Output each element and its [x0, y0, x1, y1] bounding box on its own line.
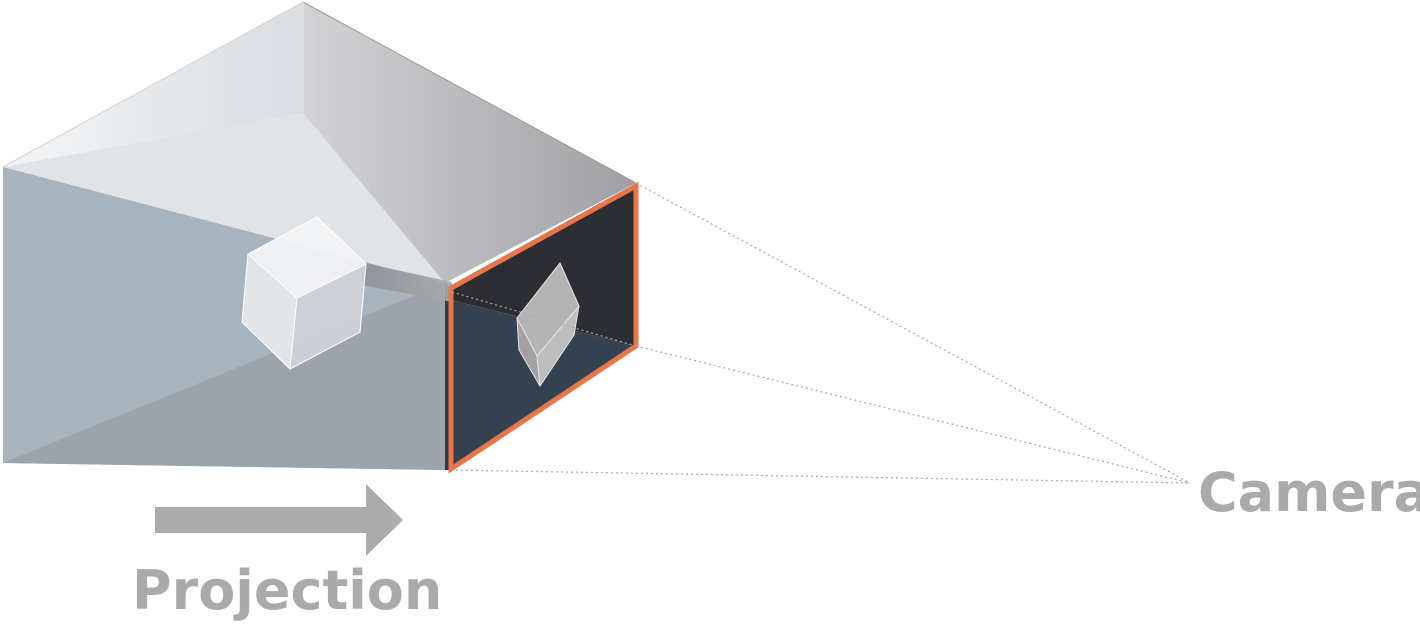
sight-line — [635, 182, 1191, 484]
image-plane-lower — [451, 300, 636, 469]
cube-object — [241, 216, 367, 370]
projection-beam — [360, 262, 452, 302]
image-plane — [448, 181, 639, 474]
sight-lines — [450, 182, 1191, 484]
projection-label: Projection — [132, 559, 443, 622]
right-arrow-icon — [155, 484, 403, 556]
sight-line — [451, 291, 637, 347]
image-plane-upper — [451, 186, 636, 346]
frustum-edge — [302, 1, 637, 184]
frustum-ceiling-right — [303, 2, 636, 283]
sight-line — [450, 469, 1191, 484]
sight-line — [635, 345, 1191, 484]
camera-label: Camera — [1198, 461, 1420, 524]
frustum-edge — [2, 1, 304, 168]
